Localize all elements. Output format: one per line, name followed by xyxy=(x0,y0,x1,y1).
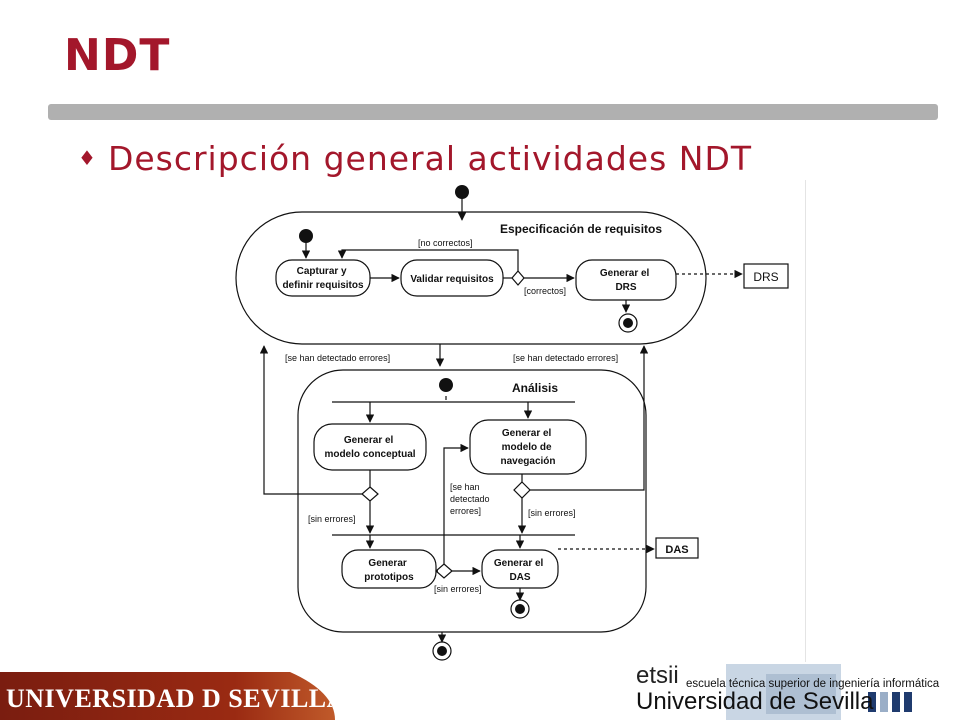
guard-detectado-1: [se han xyxy=(450,482,480,492)
artifact-drs xyxy=(743,263,789,289)
guard-no-correctos: [no correctos] xyxy=(418,238,473,248)
label-navegacion-3: navegación xyxy=(500,456,555,467)
bullet-text: Descripción general actividades NDT xyxy=(107,138,753,178)
final-node-das xyxy=(510,599,530,619)
requirements-region xyxy=(235,211,707,345)
label-das-1: Generar el xyxy=(494,558,544,569)
title-divider xyxy=(48,104,938,120)
initial-node-analisis xyxy=(439,378,453,392)
guard-sin-errores-bottom: [sin errores] xyxy=(434,584,482,594)
artifact-das xyxy=(655,537,699,559)
svg-text:Generar el DAS: Generar el DAS xyxy=(494,558,546,583)
final-node-requisitos xyxy=(618,313,638,333)
decision-conceptual xyxy=(361,486,379,502)
svg-text:Generar prototipos: Generar prototipos xyxy=(364,558,414,583)
label-conceptual-1: Generar el xyxy=(344,435,394,446)
svg-text:Capturar y definir requisi: Capturar y definir requisitos xyxy=(282,266,364,291)
label-capturar-1: Capturar y xyxy=(297,266,347,277)
activity-diagram: Especificación de requisitos Análisis Ca… xyxy=(225,180,806,662)
etsii-full-name: escuela técnica superior de ingeniería i… xyxy=(686,678,940,690)
label-prototipos-1: Generar xyxy=(368,558,406,569)
label-navegacion-1: Generar el xyxy=(502,428,552,439)
guard-errores-left: [se han detectado errores] xyxy=(285,353,390,363)
etsii-logo-word: etsii xyxy=(636,662,679,689)
initial-node-main xyxy=(455,185,469,199)
label-drs-2: DRS xyxy=(615,282,636,293)
svg-text:Generar el modelo de n: Generar el modelo de navegación xyxy=(500,428,555,467)
analysis-region xyxy=(297,369,647,633)
guard-sin-errores-right: [sin errores] xyxy=(528,508,576,518)
guard-detectado-3: errores] xyxy=(450,506,481,516)
label-das-2: DAS xyxy=(509,572,530,583)
activity-prototipos xyxy=(341,549,437,589)
label-prototipos-2: prototipos xyxy=(364,572,414,583)
label-conceptual-2: modelo conceptual xyxy=(324,449,415,460)
guard-detectado-2: detectado xyxy=(450,494,490,504)
universidad-sevilla-logo-text: UNIVERSIDAD D SEVILLA xyxy=(6,684,346,713)
decision-validar xyxy=(511,270,525,286)
slide-title: NDT xyxy=(64,30,171,81)
label-validar: Validar requisitos xyxy=(410,274,494,285)
region-title-requisitos: Especificación de requisitos xyxy=(500,222,662,236)
region-title-analisis: Análisis xyxy=(512,381,558,395)
initial-node-requisitos xyxy=(299,229,313,243)
bullet-item: ♦ Descripción general actividades NDT xyxy=(78,136,752,180)
svg-text:[se han detectado erro: [se han detectado errores] xyxy=(450,482,492,516)
guard-sin-errores-left: [sin errores] xyxy=(308,514,356,524)
etsii-university-name: Universidad de Sevilla xyxy=(636,688,874,715)
activity-modelo-conceptual xyxy=(313,423,427,471)
label-capturar-2: definir requisitos xyxy=(282,280,364,291)
label-drs-1: Generar el xyxy=(600,268,650,279)
diamond-bullet-icon: ♦ xyxy=(78,146,96,170)
universidad-sevilla-banner xyxy=(0,672,335,720)
label-navegacion-2: modelo de xyxy=(502,442,552,453)
artifact-drs-label: DRS xyxy=(753,270,778,284)
activity-modelo-navegacion xyxy=(469,419,587,475)
decision-prototipos xyxy=(435,563,453,579)
final-node-main xyxy=(432,641,452,661)
svg-text:Generar el DRS: Generar el DRS xyxy=(600,268,652,293)
activity-generar-drs xyxy=(575,259,677,301)
guard-correctos: [correctos] xyxy=(524,286,566,296)
artifact-das-label: DAS xyxy=(665,544,688,556)
decision-navegacion xyxy=(513,481,531,499)
guard-errores-right: [se han detectado errores] xyxy=(513,353,618,363)
svg-text:Generar el modelo conceptu: Generar el modelo conceptual xyxy=(324,435,415,460)
etsii-logo-graphic xyxy=(726,664,912,720)
